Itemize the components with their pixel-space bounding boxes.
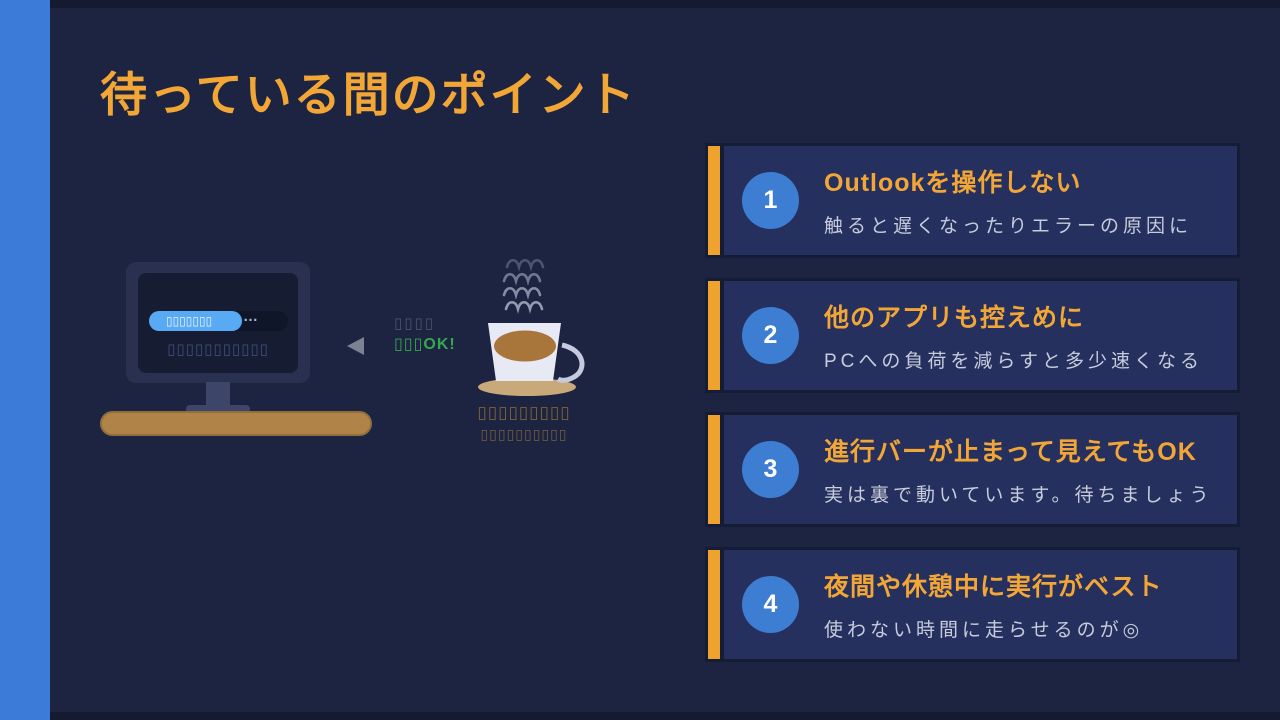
speech-line1: ▯▯▯▯ [394, 315, 436, 332]
steam-icon [502, 258, 545, 314]
number-badge: 2 [742, 307, 799, 364]
coffee-caption-line2: ▯▯▯▯▯▯▯▯▯▯ [480, 426, 568, 442]
card-description: 使わない時間に走らせるのが◎ [824, 620, 1144, 641]
coffee-caption: ▯▯▯▯▯▯▯▯▯ ▯▯▯▯▯▯▯▯▯▯ [418, 403, 630, 443]
speech-line2: ▯▯▯OK! [394, 334, 456, 354]
progress-bar-fill [149, 311, 242, 331]
card-text: 夜間や休憩中に実行がベスト 使わない時間に走らせるのが◎ [824, 567, 1163, 642]
speech-text: ▯▯▯▯ ▯▯▯OK! [394, 314, 456, 354]
card-body: 2 他のアプリも控えめに PCへの負荷を減らすと多少速くなる [724, 281, 1237, 390]
number-badge: 4 [742, 576, 799, 633]
card-accent-bar [708, 415, 720, 524]
coffee-caption-line1: ▯▯▯▯▯▯▯▯▯ [477, 403, 571, 422]
progress-bar-label: ▯▯▯▯▯▯▯ [166, 314, 213, 328]
progress-bar-ellipsis: … [243, 308, 258, 325]
card-body: 4 夜間や休憩中に実行がベスト 使わない時間に走らせるのが◎ [724, 550, 1237, 659]
desk-surface [100, 411, 372, 436]
card-description: 触ると遅くなったりエラーの原因に [824, 216, 1193, 237]
monitor-caption: ▯▯▯▯▯▯▯▯▯▯▯ [167, 341, 269, 358]
card-body: 1 Outlookを操作しない 触ると遅くなったりエラーの原因に [724, 146, 1237, 255]
card-description: 実は裏で動いています。待ちましょう [824, 485, 1213, 506]
card-title: 夜間や休憩中に実行がベスト [824, 573, 1163, 601]
left-arrow-icon [347, 337, 364, 355]
card-text: 進行バーが止まって見えてもOK 実は裏で動いています。待ちましょう [824, 432, 1213, 507]
point-card-4: 4 夜間や休憩中に実行がベスト 使わない時間に走らせるのが◎ [705, 547, 1240, 662]
point-card-1: 1 Outlookを操作しない 触ると遅くなったりエラーの原因に [705, 143, 1240, 258]
card-text: 他のアプリも控えめに PCへの負荷を減らすと多少速くなる [824, 298, 1203, 373]
number-badge: 3 [742, 441, 799, 498]
card-title: Outlookを操作しない [824, 169, 1082, 197]
point-card-2: 2 他のアプリも控えめに PCへの負荷を減らすと多少速くなる [705, 278, 1240, 393]
card-description: PCへの負荷を減らすと多少速くなる [824, 351, 1204, 372]
monitor-stand [206, 382, 230, 408]
card-body: 3 進行バーが止まって見えてもOK 実は裏で動いています。待ちましょう [724, 415, 1237, 524]
card-accent-bar [708, 146, 720, 255]
point-card-3: 3 進行バーが止まって見えてもOK 実は裏で動いています。待ちましょう [705, 412, 1240, 527]
card-accent-bar [708, 281, 720, 390]
speech-ok-label: OK! [423, 336, 456, 353]
card-accent-bar [708, 550, 720, 659]
card-title: 進行バーが止まって見えてもOK [824, 438, 1197, 466]
card-title: 他のアプリも控えめに [824, 304, 1085, 332]
card-text: Outlookを操作しない 触ると遅くなったりエラーの原因に [824, 163, 1192, 238]
left-accent-bar [0, 0, 50, 720]
number-badge: 1 [742, 172, 799, 229]
coffee-cup-icon [478, 258, 585, 396]
speech-line2-boxes: ▯▯▯ [394, 336, 424, 353]
page-title: 待っている間のポイント [100, 68, 637, 121]
monitor-stand-base [186, 405, 250, 414]
